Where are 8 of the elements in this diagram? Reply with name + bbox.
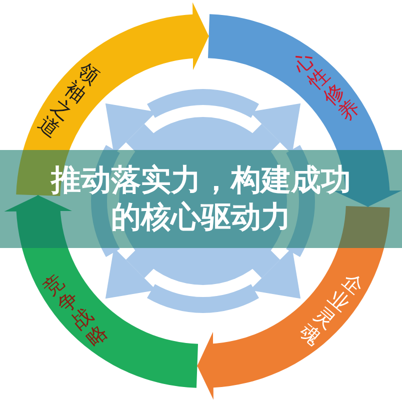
band-label: 企业灵魂 [296, 268, 368, 350]
band-label: 竞争战略 [39, 270, 112, 350]
arrow [334, 190, 402, 207]
band-label: 心性修养 [288, 47, 364, 126]
band-label: 领袖之道 [34, 58, 104, 142]
arrow [4, 195, 72, 212]
arrow [197, 332, 214, 400]
arrow [192, 2, 209, 70]
